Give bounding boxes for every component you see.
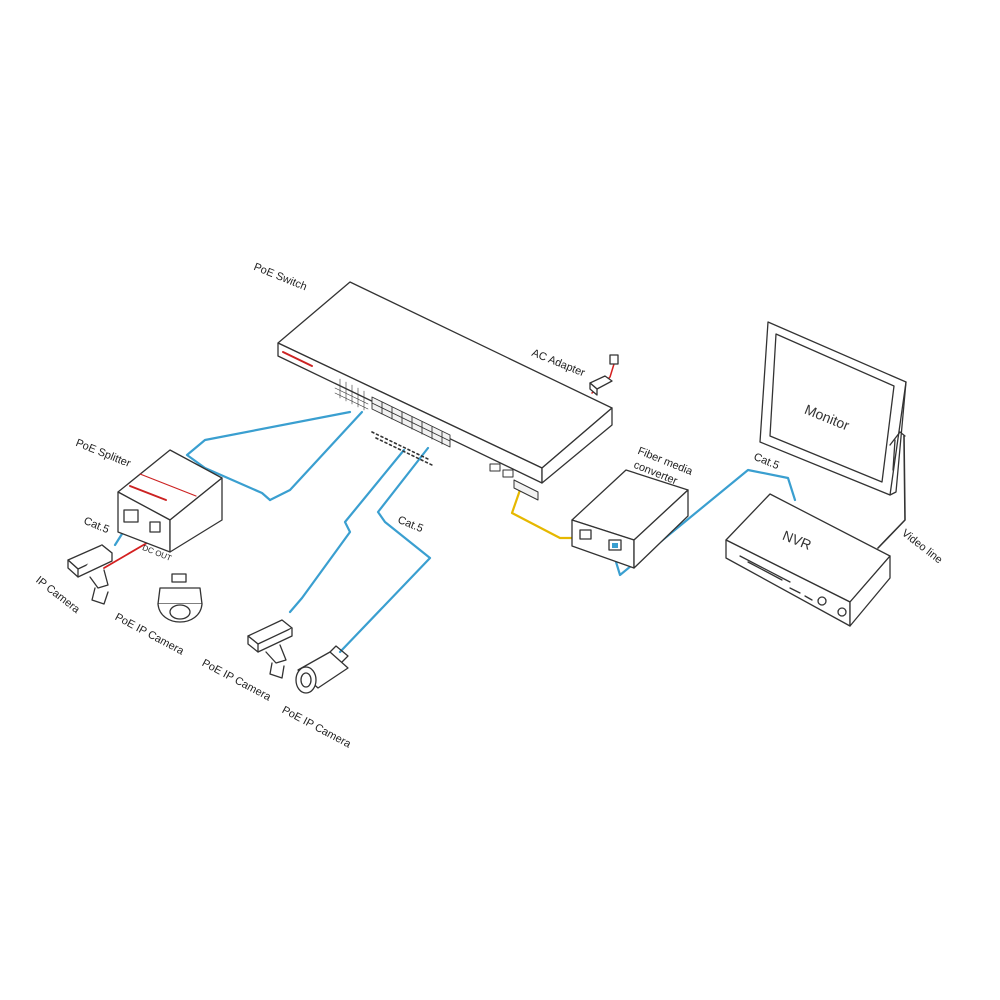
switch-status-leds	[371, 431, 435, 467]
monitor	[759, 321, 907, 496]
switch-uplink-ports	[489, 463, 539, 501]
cat5-cable-bullet-camera-2	[338, 446, 432, 654]
ip-camera-box	[67, 544, 113, 605]
poe-bullet-camera-1	[247, 619, 293, 679]
cat5-cable-dome-camera	[268, 410, 364, 502]
switch-vent-grille	[334, 378, 369, 411]
nvr	[725, 493, 891, 627]
ac-adapter	[589, 354, 619, 396]
poe-bullet-camera-2	[295, 645, 349, 694]
power-cable-splitter	[103, 539, 153, 569]
poe-switch	[277, 281, 613, 501]
fiber-media-converter	[571, 469, 689, 569]
switch-port-bank	[371, 396, 451, 448]
cat5-cable-splitter	[185, 410, 352, 502]
poe-splitter	[117, 449, 223, 553]
poe-dome-camera	[157, 573, 203, 623]
video-line-cable	[877, 435, 906, 549]
fiber-cable	[510, 488, 584, 540]
cat5-cable-bullet-camera-1	[288, 448, 406, 614]
cat5-cable-converter-to-nvr	[611, 468, 797, 577]
